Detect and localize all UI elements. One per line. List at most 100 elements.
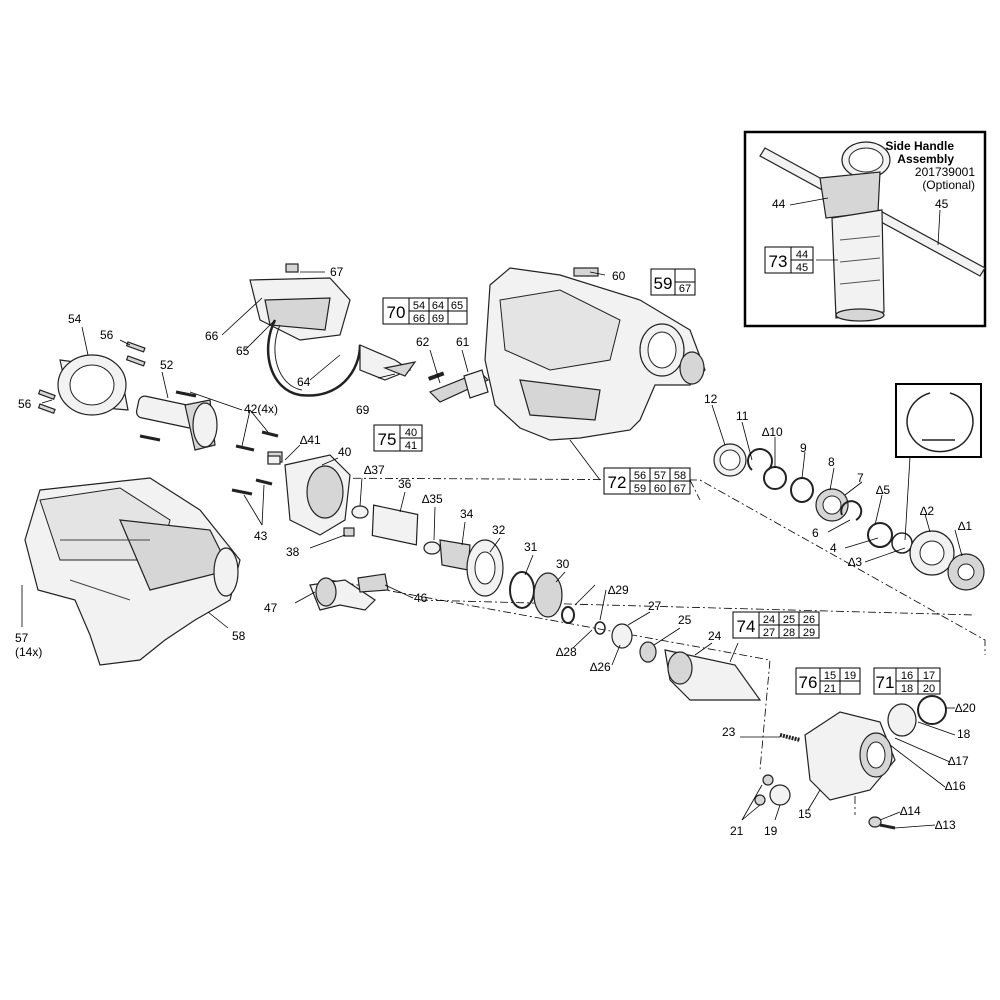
callout-5: ∆5 xyxy=(876,483,890,497)
callout-24: 24 xyxy=(708,629,722,643)
kit-74-item-5: 28 xyxy=(783,627,795,639)
kit-box-75: 75 40 41 xyxy=(373,424,423,452)
callout-69: 69 xyxy=(356,403,370,417)
callout-29: ∆29 xyxy=(608,583,629,597)
housing-half-58 xyxy=(24,477,241,666)
callout-56-top: 56 xyxy=(100,328,114,342)
kit-box-76: 76 15 19 21 xyxy=(795,667,861,695)
callout-14: ∆14 xyxy=(900,804,921,818)
kit-75-item-2: 41 xyxy=(405,440,417,452)
callout-57-qty: (14x) xyxy=(15,645,42,659)
callout-47: 47 xyxy=(264,601,278,615)
kit-72-item-6: 67 xyxy=(674,483,686,495)
callout-62: 62 xyxy=(416,335,430,349)
callout-18: 18 xyxy=(957,727,971,741)
kit-70-item-4: 66 xyxy=(413,313,425,325)
leader-lines xyxy=(21,271,963,829)
main-housing-72 xyxy=(484,267,706,441)
callout-7: 7 xyxy=(857,471,864,485)
callout-54: 54 xyxy=(68,312,82,326)
callout-3: ∆3 xyxy=(848,555,862,569)
callout-64: 64 xyxy=(297,375,311,389)
callout-8: 8 xyxy=(828,455,835,469)
kit-71-item-4: 20 xyxy=(923,683,935,695)
callout-17: ∆17 xyxy=(948,754,969,768)
callout-67: 67 xyxy=(330,265,344,279)
kit-74-item-6: 29 xyxy=(803,627,815,639)
callout-23: 23 xyxy=(722,725,736,739)
callout-60: 60 xyxy=(612,269,626,283)
side-handle-title-1: Side Handle xyxy=(885,139,954,153)
kit-72-main: 72 xyxy=(608,473,627,492)
kit-70-item-2: 64 xyxy=(432,300,444,312)
kit-box-72: 72 56 57 58 59 60 67 xyxy=(603,467,691,495)
kit-box-71: 71 16 17 18 20 xyxy=(873,667,941,695)
kit-72-item-4: 59 xyxy=(634,483,646,495)
kit-75-item-1: 40 xyxy=(405,427,417,439)
callout-4: 4 xyxy=(830,541,837,555)
kit-76-item-2: 19 xyxy=(844,670,856,682)
kit-76-item-1: 15 xyxy=(824,670,836,682)
callout-46: 46 xyxy=(414,591,428,605)
kit-75-main: 75 xyxy=(378,430,397,449)
callout-9: 9 xyxy=(800,441,807,455)
kit-box-59: 59 67 xyxy=(650,268,696,296)
callout-45: 45 xyxy=(935,197,949,211)
switch-button xyxy=(428,369,490,403)
switch-electronics xyxy=(249,263,417,397)
kit-box-70: 70 54 64 65 66 69 xyxy=(382,297,468,325)
callout-20: ∆20 xyxy=(955,701,976,715)
callout-43: 43 xyxy=(254,529,268,543)
motor-group xyxy=(37,341,279,452)
kit-72-item-5: 60 xyxy=(654,483,666,495)
callout-2: ∆2 xyxy=(920,504,934,518)
callout-19: 19 xyxy=(764,824,778,838)
kit-72-item-1: 56 xyxy=(634,470,646,482)
callout-15: 15 xyxy=(798,807,812,821)
kit-70-main: 70 xyxy=(387,303,406,322)
kit-74-item-2: 25 xyxy=(783,614,795,626)
callout-38: 38 xyxy=(286,545,300,559)
kit-71-main: 71 xyxy=(876,673,895,692)
kit-73-item-2: 45 xyxy=(796,262,808,274)
callout-40: 40 xyxy=(338,445,352,459)
side-handle-inset: Side Handle Assembly 201739001 (Optional… xyxy=(743,130,987,328)
callout-52: 52 xyxy=(160,358,174,372)
callout-1: ∆1 xyxy=(958,519,972,533)
callout-57: 57 xyxy=(15,631,29,645)
callout-41: ∆41 xyxy=(300,433,321,447)
callout-27: 27 xyxy=(648,599,662,613)
kit-72-item-2: 57 xyxy=(654,470,666,482)
callout-10: ∆10 xyxy=(762,425,783,439)
side-handle-note: (Optional) xyxy=(922,178,975,192)
spindle-group xyxy=(561,443,985,830)
kit-box-74: 74 24 25 26 27 28 29 xyxy=(732,611,820,639)
callout-16: ∆16 xyxy=(945,779,966,793)
kit-72-item-3: 58 xyxy=(674,470,686,482)
callout-21: 21 xyxy=(730,824,744,838)
callout-42: 42(4x) xyxy=(244,402,278,416)
kit-70-item-1: 54 xyxy=(413,300,425,312)
callout-36: 36 xyxy=(398,477,412,491)
callout-11: 11 xyxy=(736,409,749,423)
callout-26: ∆26 xyxy=(590,660,611,674)
gearbox-parts xyxy=(231,451,563,618)
kit-71-item-1: 16 xyxy=(901,670,913,682)
callout-31: 31 xyxy=(524,540,538,554)
kit-box-73: 73 44 45 xyxy=(764,246,814,274)
callout-12: 12 xyxy=(704,392,718,406)
callout-65: 65 xyxy=(236,344,250,358)
side-handle-title-2: Assembly xyxy=(897,152,954,166)
kit-74-main: 74 xyxy=(737,617,756,636)
callout-6: 6 xyxy=(812,526,819,540)
callout-32: 32 xyxy=(492,523,506,537)
callout-35: ∆35 xyxy=(422,492,443,506)
flat-detail xyxy=(895,383,982,541)
kit-74-item-3: 26 xyxy=(803,614,815,626)
callout-34: 34 xyxy=(460,507,474,521)
callout-25: 25 xyxy=(678,613,692,627)
kit-74-item-4: 27 xyxy=(763,627,775,639)
callout-56-left: 56 xyxy=(18,397,32,411)
callout-labels: ∆1 ∆2 ∆3 4 ∆5 6 7 8 9 ∆10 11 12 ∆13 ∆14 … xyxy=(15,197,976,838)
